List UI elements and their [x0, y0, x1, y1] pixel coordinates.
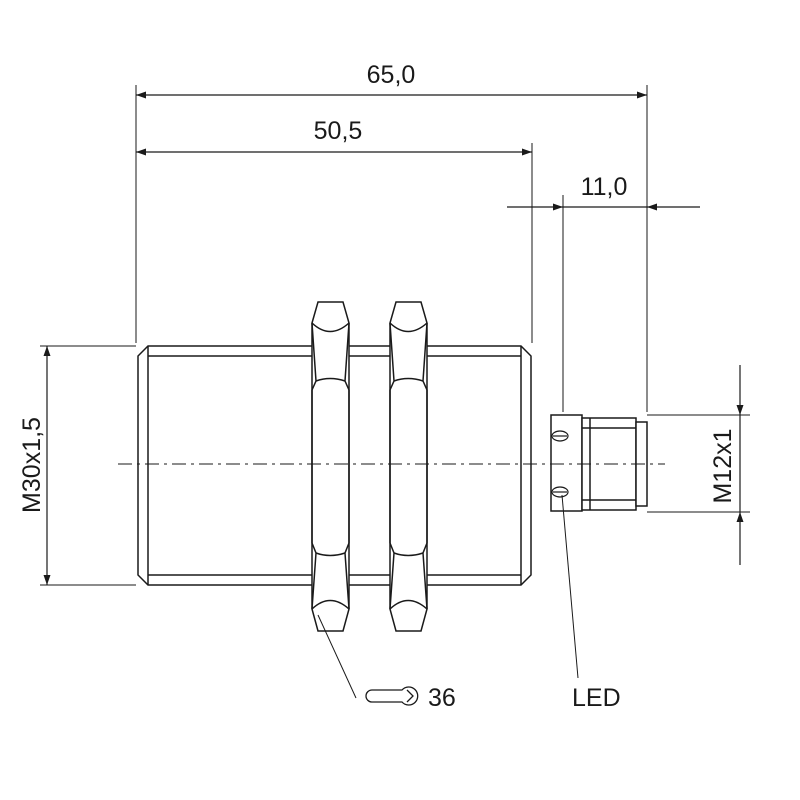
wrench-icon [365, 686, 419, 706]
housing-length-label: 50,5 [314, 117, 363, 145]
locking-nut-left [311, 301, 350, 632]
connector-thread-label: M12x1 [709, 428, 737, 503]
dimension-housing-thread: M30x1,5 [18, 346, 51, 585]
connector-section [550, 414, 648, 512]
dimension-overall-length: 65,0 [136, 61, 647, 99]
wrench-size-label: 36 [428, 684, 456, 712]
extension-lines [40, 85, 750, 586]
dimension-connector-thread: M12x1 [709, 365, 744, 565]
led-label: LED [572, 684, 621, 712]
wrench-size-callout: 36 [317, 614, 456, 712]
led-indicator-icon [551, 430, 569, 498]
connector-length-label: 11,0 [581, 173, 628, 201]
dimension-connector-length: 11,0 [507, 173, 700, 211]
housing-thread-label: M30x1,5 [18, 417, 46, 513]
dimension-housing-length: 50,5 [136, 117, 532, 156]
led-callout: LED [561, 494, 621, 712]
locking-nut-right [389, 301, 428, 632]
overall-length-label: 65,0 [367, 61, 416, 89]
